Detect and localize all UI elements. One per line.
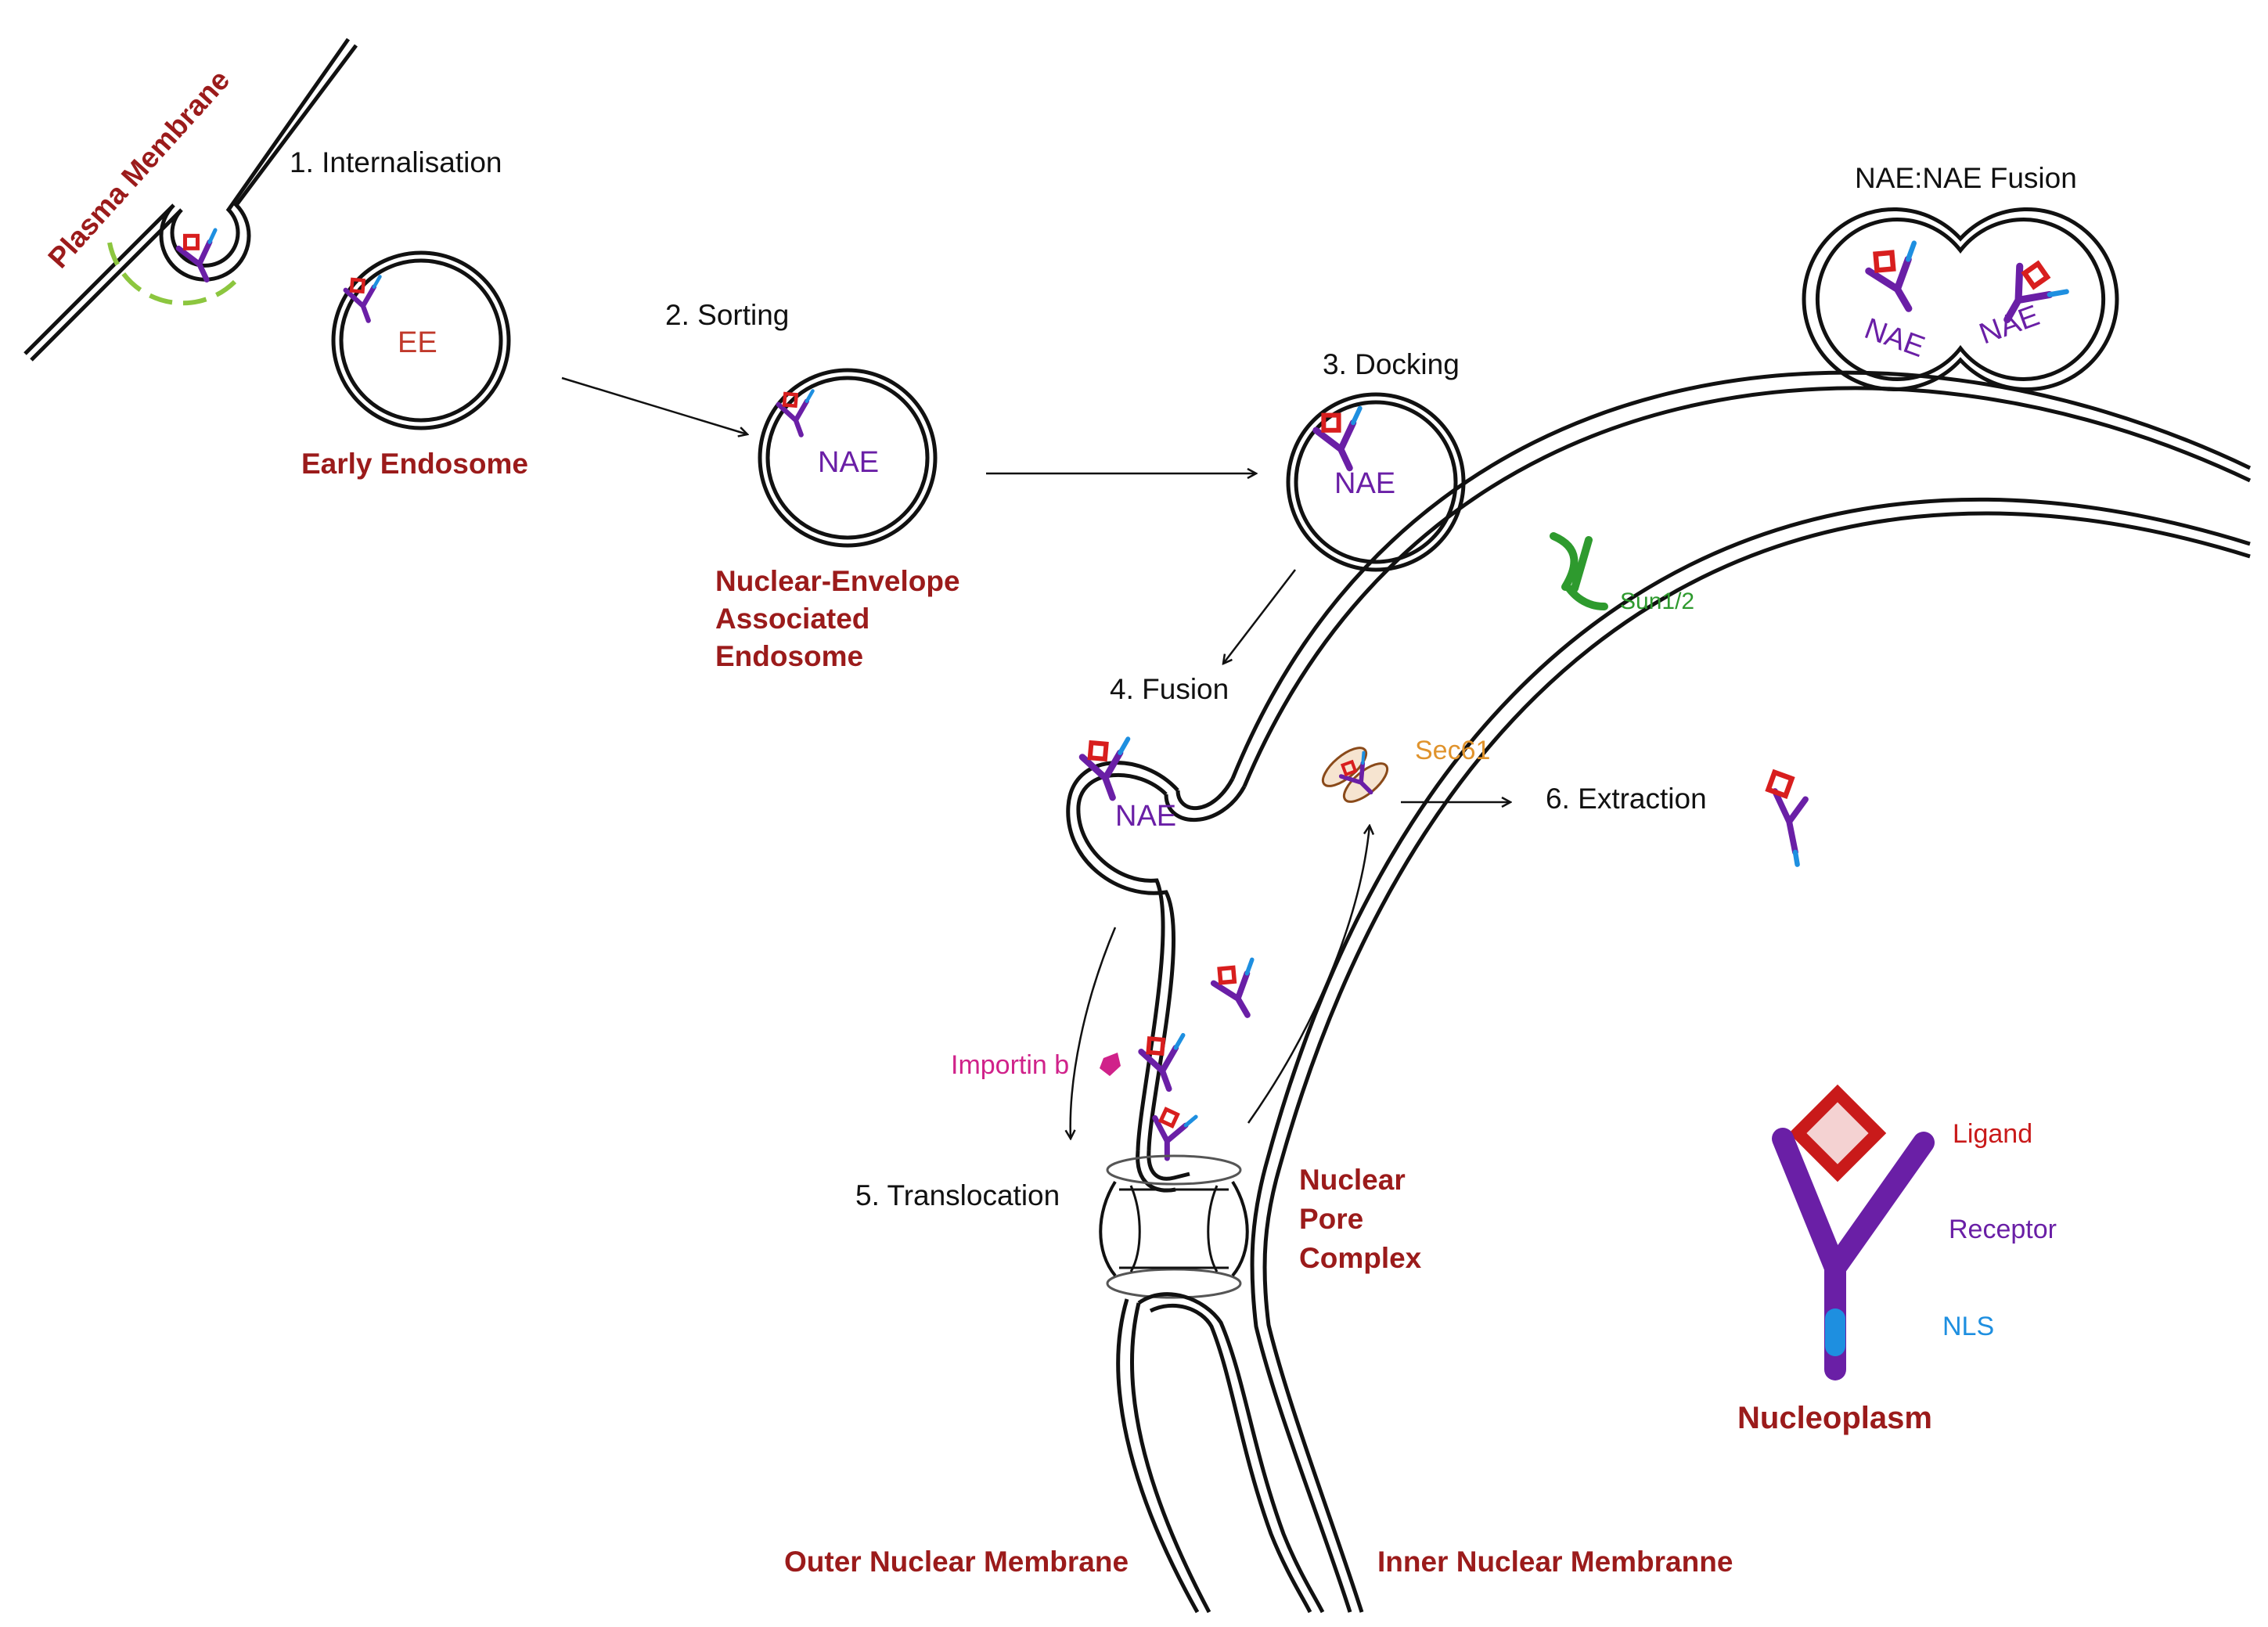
sec61-channel [1321,747,1393,803]
nae-label-fusion-right: NAE [1975,299,2044,351]
outer-nuclear-membrane-label: Outer Nuclear Membrane [784,1546,1129,1578]
receptor-complex-lumen-3 [1151,1108,1196,1161]
arrow-docking-to-fusion [1223,569,1296,664]
inner-nuclear-membrane-label: Inner Nuclear Membranne [1377,1546,1733,1578]
inner-nuclear-membrane [1250,497,2251,1613]
sun-label: Sun1/2 [1620,589,1694,614]
arrow-translocation-up [1247,826,1370,1124]
npc-label-line1: Nuclear [1299,1164,1406,1196]
npc-label-line3: Complex [1299,1242,1422,1274]
npc-label-line2: Pore [1299,1203,1363,1235]
ee-label: EE [398,326,437,359]
legend-receptor-glyph [1772,1084,1935,1380]
nae-label-docking: NAE [1334,467,1395,500]
step-translocation: 5. Translocation [855,1179,1060,1211]
outer-nuclear-membrane-lower [1116,1292,1325,1614]
nae-full-label-line1: Nuclear-Envelope [715,565,960,597]
nae-endosome-sorting [758,368,938,548]
step-internalisation: 1. Internalisation [290,146,502,178]
sec61-label: Sec61 [1415,736,1490,765]
extracted-receptor [1765,769,1809,867]
importin-b-icon [1100,1053,1121,1076]
sun-protein [1550,532,1608,610]
receptor-complex-lumen-1 [1209,955,1273,1022]
legend-receptor: Receptor [1949,1215,2057,1244]
step-extraction: 6. Extraction [1546,783,1707,815]
legend-ligand: Ligand [1953,1119,2032,1149]
clathrin-coat [107,242,237,306]
importin-b-label: Importin b [951,1050,1069,1080]
step-sorting: 2. Sorting [665,299,789,331]
nucleoplasm-label: Nucleoplasm [1737,1401,1932,1435]
nae-endosome-docking [1286,392,1466,572]
arrow-translocation-down [1071,927,1117,1139]
nae-full-label-line2: Associated [715,603,869,635]
nae-nae-fusion [1802,207,2119,391]
step-fusion: 4. Fusion [1110,673,1229,705]
plasma-membrane [23,38,358,362]
nuclear-pore-complex [1099,1154,1249,1299]
nae-nae-fusion-title: NAE:NAE Fusion [1855,162,2077,194]
nae-label-sorting: NAE [818,446,879,479]
early-endosome-label: Early Endosome [301,448,528,480]
nae-label-fusion-left: NAE [1860,312,1929,364]
outer-nuclear-membrane [1164,370,2252,822]
nae-full-label-line3: Endosome [715,640,863,672]
nae-endosome-fused [1066,733,1179,1151]
nae-label-fused: NAE [1115,800,1176,833]
step-docking: 3. Docking [1323,348,1460,380]
legend-nls: NLS [1942,1312,1994,1341]
early-endosome [331,250,511,430]
arrow-sorting [561,376,747,434]
